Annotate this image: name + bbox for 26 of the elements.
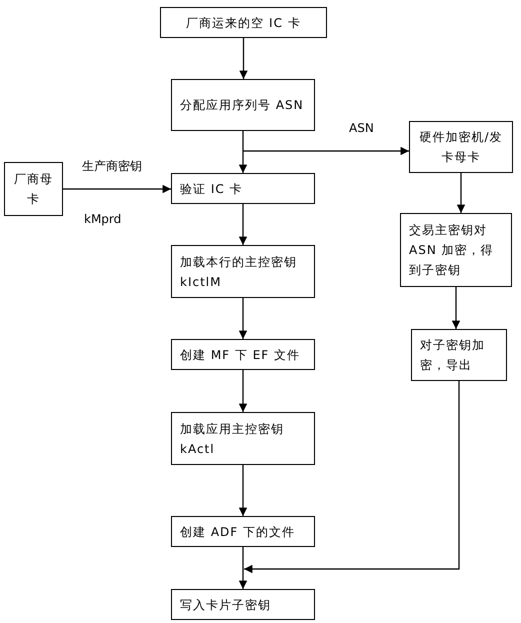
process-box: 写入卡片子密钥 — [171, 589, 315, 620]
process-box: 验证 IC 卡 — [171, 173, 315, 204]
arrow — [238, 370, 248, 412]
arrow — [238, 547, 248, 589]
arrow — [456, 173, 466, 213]
process-box: 创建 MF 下 EF 文件 — [171, 339, 315, 370]
arrow — [452, 287, 460, 329]
process-box: 创建 ADF 下的文件 — [171, 516, 315, 547]
arrow — [63, 184, 171, 194]
arrow — [238, 204, 248, 245]
process-box: 对子密钥加密，导出 — [411, 329, 507, 381]
arrow — [243, 146, 409, 156]
key-label: kMprd — [84, 212, 122, 226]
arrow — [238, 465, 248, 516]
arrow — [239, 38, 248, 79]
process-box: 分配应用序列号 ASN — [171, 79, 315, 131]
process-box: 加载应用主控密钥 kActl — [171, 412, 315, 465]
arrow — [238, 298, 248, 339]
process-box: 厂商运来的空 IC 卡 — [160, 7, 327, 38]
edge-label: ASN — [349, 121, 374, 135]
process-box: 加载本行的主控密钥 kIctlM — [171, 245, 315, 298]
process-box: 硬件加密机/发卡母卡 — [409, 121, 513, 173]
process-box: 厂商母卡 — [4, 162, 63, 216]
arrow — [244, 381, 460, 574]
process-box: 交易主密钥对 ASN 加密，得到子密钥 — [400, 213, 512, 287]
arrow — [238, 131, 248, 173]
